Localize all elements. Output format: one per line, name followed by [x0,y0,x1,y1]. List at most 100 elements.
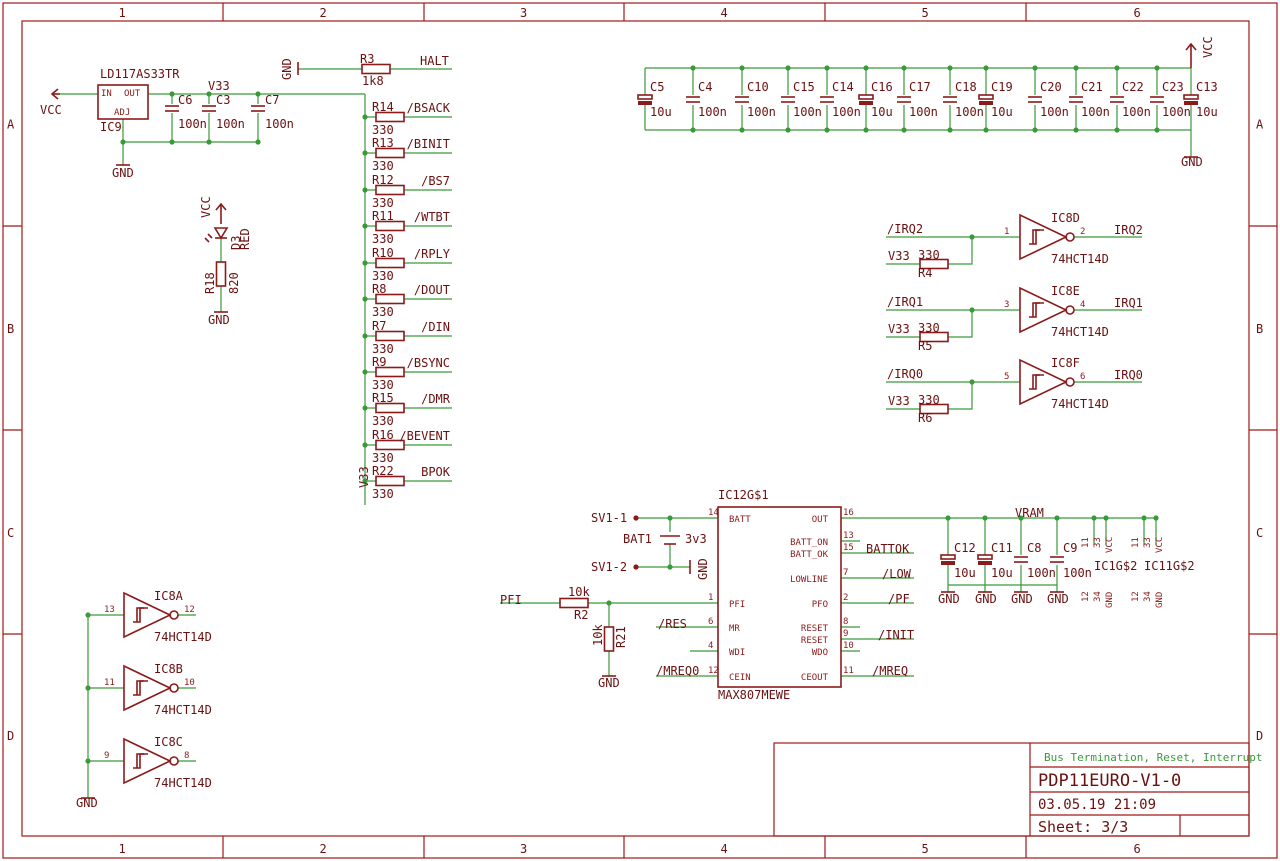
junction-dot [85,612,91,618]
frame-col-label: 2 [320,842,327,856]
resistor-body [375,330,405,342]
junction-dot [1103,515,1109,521]
cap-plate-filled [978,561,992,565]
cap-plate-filled [1184,101,1198,105]
hysteresis-glyph [133,680,148,696]
frame-row-label: D [7,729,14,743]
frame-row-label: C [7,526,14,540]
cap-plate [858,94,874,100]
led-ray [204,237,210,243]
gate-bubble [169,683,179,693]
terminator-value: 330 [372,196,394,210]
junction-dot [667,564,673,570]
terminator-value: 330 [372,123,394,137]
resistor-body [375,220,405,232]
terminator-value: 330 [372,342,394,356]
wire [948,237,973,265]
bank-cap-value: 100n [793,105,822,119]
terminator-name: R10 [372,246,394,260]
unused-pin-in: 9 [104,751,109,761]
bank-cap-value: 100n [1040,105,1069,119]
frame-col-label: 3 [520,6,527,20]
halt-res-name: R3 [360,52,374,66]
connector-pin [633,564,639,570]
unused-pin-out: 12 [184,605,195,615]
junction-dot [947,127,953,133]
vram-net-label: VRAM [1015,506,1044,520]
junction-dot [169,91,175,97]
irq-in-label: /IRQ2 [887,222,923,236]
sup-pin-num: 13 [843,531,854,541]
supply-vcc: VCC [1105,537,1115,553]
junction-dot [1114,127,1120,133]
frame-col-label: 5 [922,842,929,856]
pfi-gnd-label: GND [598,676,620,690]
regulator-body [97,84,149,120]
sup-pin-num: 8 [843,617,848,627]
junction-dot [362,223,368,229]
vram-cap-value: 10u [954,566,976,580]
bank-cap-value: 100n [747,105,776,119]
irq-res-value: 330 [918,248,940,262]
junction-dot [206,91,212,97]
battery-value: 3v3 [685,532,707,546]
junction-dot [1154,127,1160,133]
terminator-name: R11 [372,209,394,223]
sup-pin-num: 12 [708,666,719,676]
sup-pin-name: RESET [801,636,829,646]
hysteresis-glyph [1029,229,1044,245]
halt-gnd-label: GND [280,58,294,80]
junction-dot [169,139,175,145]
frame-col-label: 6 [1134,6,1141,20]
bank-cap-name: C14 [832,80,854,94]
junction-dot [1114,65,1120,71]
vram-block: VRAM C1210uGNDC1110uGNDC8100nGNDC9100nGN… [938,506,1195,608]
irq-res-value: 330 [918,393,940,407]
sup-pin-num: 10 [843,641,854,651]
junction-dot [690,65,696,71]
resistor-body [375,475,405,487]
supply-gnd: GND [1155,592,1165,608]
hysteresis-glyph [136,607,144,622]
sup-pin-name: OUT [812,515,829,525]
regulator-block: LD117AS33TR IC9 IN OUT ADJ VCC GND V33 C… [40,67,294,180]
junction-dot [824,65,830,71]
supervisor-block: IC12G$1 MAX807MEWE SV1-1 SV1-2 BAT1 3v3 … [500,488,914,702]
unused-pin-in: 11 [104,678,115,688]
junction-dot [785,127,791,133]
terminator-signal: /BS7 [421,174,450,188]
junction-dot [85,758,91,764]
unused-pin-out: 10 [184,678,195,688]
supply-pin: 34 [1093,591,1103,602]
irq-out-label: IRQ0 [1114,368,1143,382]
title-block: Bus Termination, Reset, Interrupt PDP11E… [773,742,1263,837]
terminator-name: R22 [372,464,394,478]
resistor-body [375,402,405,414]
unused-gate-part: 74HCT14D [154,630,212,644]
sup-pin-name: LOWLINE [790,575,828,585]
frame-col-label: 6 [1134,842,1141,856]
gate-body [1019,286,1068,334]
resistor-body [603,626,615,652]
bank-cap-name: C4 [698,80,712,94]
junction-dot [969,307,975,313]
regulator-pin-in: IN [101,89,112,99]
resistor-body [375,257,405,269]
resistor-body [361,63,391,75]
net-mreq-label: /MREQ [872,664,908,678]
junction-dot [1073,65,1079,71]
junction-dot [982,515,988,521]
resistor-body [559,597,589,609]
vram-cap-value: 100n [1027,566,1056,580]
terminator-name: R14 [372,100,394,114]
resistor-body [375,111,405,123]
supply-pin: 11 [1081,537,1091,548]
irq-pin-out: 2 [1080,227,1085,237]
junction-dot [739,127,745,133]
junction-dot [863,127,869,133]
vram-cap-gnd: GND [1047,592,1069,606]
resistor-body [375,184,405,196]
cap-plate-filled [859,101,873,105]
supply-pin: 34 [1143,591,1153,602]
